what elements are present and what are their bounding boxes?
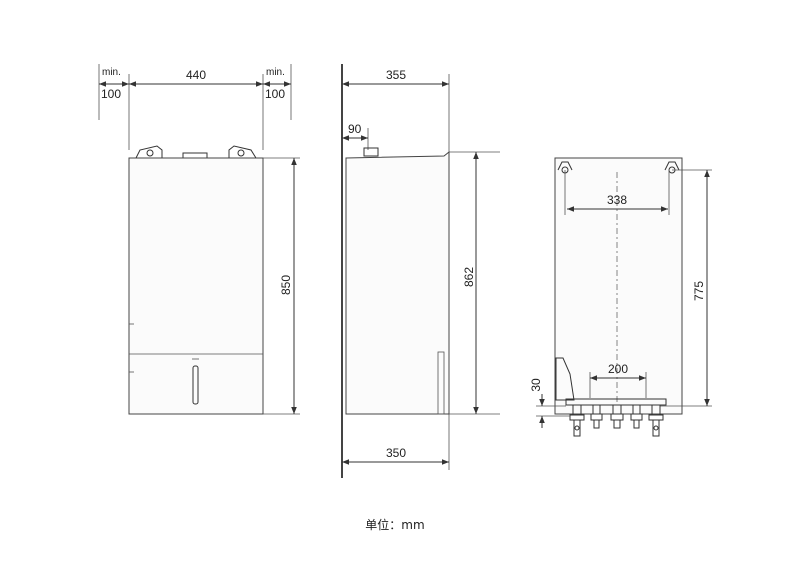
top-flue-stub xyxy=(182,152,208,159)
left-hanger-hole xyxy=(146,149,154,157)
height-value: 850 xyxy=(279,275,293,295)
right-clearance-value: 100 xyxy=(265,87,285,101)
depth-bottom-value: 350 xyxy=(386,446,406,460)
rear-bottom-bracket xyxy=(555,357,575,401)
side-flue-stub xyxy=(363,147,379,157)
pipe-connector-3 xyxy=(610,404,624,429)
pipe-connector-1 xyxy=(569,404,585,437)
side-height-value: 862 xyxy=(462,267,476,287)
left-hanger-bracket xyxy=(135,145,163,159)
rear-left-hanger xyxy=(557,161,573,171)
unit-caption: 单位：mm xyxy=(365,518,425,532)
pipe-offset-value: 30 xyxy=(529,378,543,392)
pipe-connector-4 xyxy=(630,404,643,429)
offset-value: 90 xyxy=(348,122,362,136)
pipe-connector-2 xyxy=(590,404,603,429)
right-hanger-bracket xyxy=(228,145,257,159)
rear-view: 338 775 200 xyxy=(529,157,712,437)
front-display-slot xyxy=(192,365,199,405)
left-clearance-value: 100 xyxy=(101,87,121,101)
rear-height-value: 775 xyxy=(692,281,706,301)
rear-panel xyxy=(554,157,683,415)
rear-right-hanger xyxy=(664,161,680,171)
hanger-spacing-value: 338 xyxy=(607,193,627,207)
left-min-label: min. xyxy=(102,67,121,78)
width-value: 440 xyxy=(186,68,206,82)
right-min-label: min. xyxy=(266,67,285,78)
side-view: 355 90 862 350 xyxy=(341,64,500,478)
depth-top-value: 355 xyxy=(386,68,406,82)
pipe-connector-5 xyxy=(648,404,664,437)
side-boiler-body xyxy=(345,150,450,415)
pipe-spacing-value: 200 xyxy=(608,362,628,376)
right-hanger-hole xyxy=(237,149,245,157)
front-view: min. 100 440 min. 100 850 xyxy=(98,64,300,415)
side-bottom-detail xyxy=(437,351,445,415)
front-boiler-body xyxy=(128,157,264,415)
